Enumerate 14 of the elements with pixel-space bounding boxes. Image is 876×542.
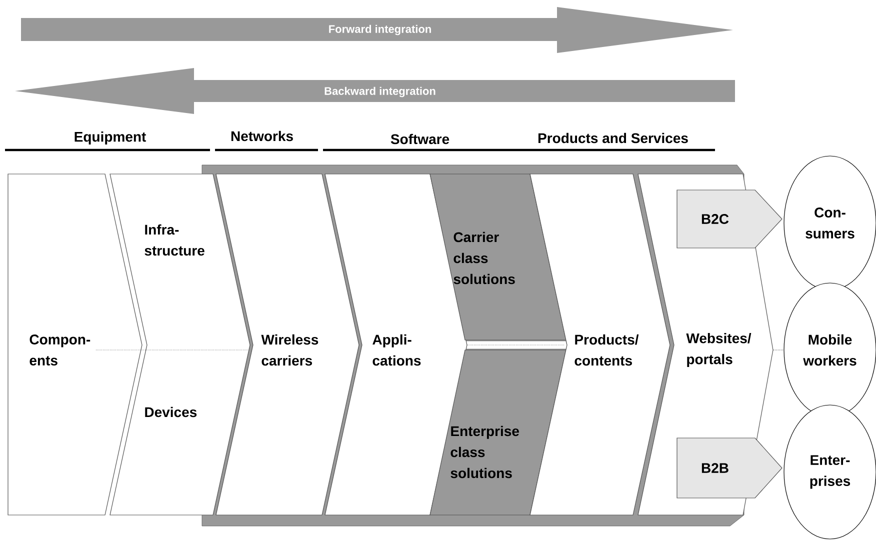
segment-tag: B2B [676, 438, 782, 498]
column-heading: Software [390, 134, 450, 144]
node-label: Mobile workers [803, 334, 856, 366]
segment-tag: B2C [676, 190, 782, 248]
stage-box: Infra- structure Devices [110, 174, 250, 516]
column-heading: Networks [231, 130, 293, 142]
node-label: Enter- prises [810, 455, 850, 489]
stage-box: Wireless carriers [216, 174, 360, 516]
column-heading: Products and Services [538, 132, 688, 144]
column-heading: Equipment [74, 131, 146, 145]
solution-cell: Carrier class solutions [430, 174, 566, 340]
stage-box: Products/ contents [530, 174, 670, 516]
solution-cell: Enterprise class solutions [430, 350, 566, 516]
stage-box: Compon- ents [8, 174, 142, 516]
